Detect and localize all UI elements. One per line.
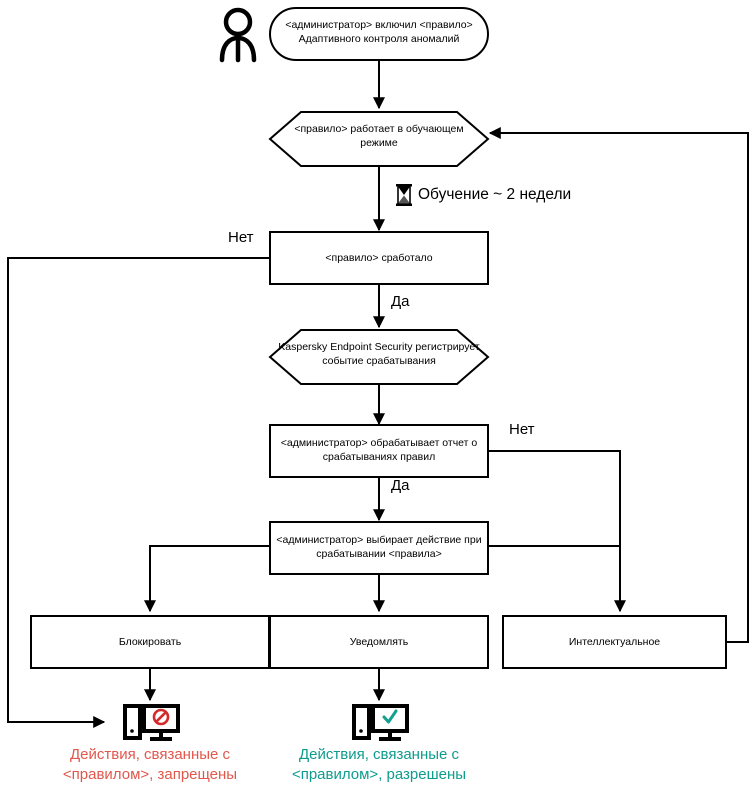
node-admin-select-action-shape [269,521,489,575]
outcome-allowed-label: Действия, связанные с <правилом>, разреш… [254,745,504,785]
computer-blocked-icon [123,704,180,741]
outcome-denied-line2: <правилом>, запрещены [62,766,238,783]
edge-select-to-block [144,545,270,613]
outcome-allowed-line1: Действия, связанные с [298,746,460,763]
edge-label-triggered-no: Нет [228,229,254,246]
edge-report-no-to-smart [488,450,626,613]
node-learning-mode-shape [268,111,490,167]
edge-label-report-yes: Да [391,477,410,494]
person-icon [219,7,257,63]
node-start-shape [269,7,489,61]
node-rule-triggered-shape [269,231,489,285]
outcome-denied-line1: Действия, связанные с [69,746,231,763]
computer-allowed-icon [352,704,409,741]
outcome-allowed-line2: <правилом>, разрешены [291,766,467,783]
learning-wait-label: Обучение ~ 2 недели [418,186,571,204]
outcome-denied-label: Действия, связанные с <правилом>, запрещ… [25,745,275,785]
hourglass-icon [396,184,412,206]
edge-triggered-no-to-denied [7,257,270,728]
learning-wait-text: Обучение ~ 2 недели [418,186,572,203]
edge-smart-feedback-to-learning [488,127,749,643]
node-action-smart-shape [502,615,727,669]
edge-label-triggered-yes: Да [391,293,410,310]
edge-label-report-no: Нет [509,421,535,438]
node-action-block-shape [30,615,270,669]
node-kes-registers-shape [268,329,490,385]
node-admin-report-shape [269,424,489,478]
node-action-notify-shape [269,615,489,669]
